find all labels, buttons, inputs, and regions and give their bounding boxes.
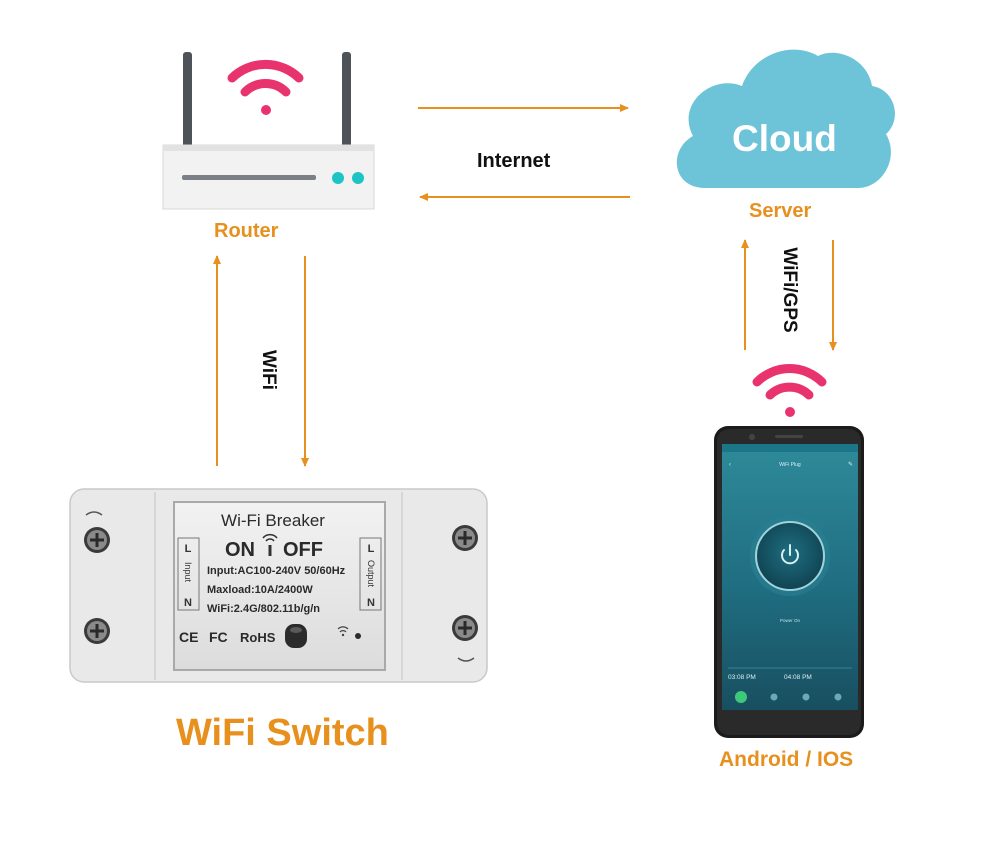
nav-timer-icon	[770, 693, 778, 701]
cloud-label: Cloud	[732, 118, 837, 159]
ce-mark: CE	[179, 629, 198, 645]
screw-icon	[84, 527, 110, 553]
nav-schedule-icon	[802, 693, 810, 701]
time-right: 04:08 PM	[784, 674, 812, 681]
breaker-off-label: OFF	[283, 539, 323, 561]
breaker-right-n: N	[367, 597, 375, 609]
wifi-gps-label: WiFi/GPS	[779, 247, 800, 333]
breaker-title: Wi-Fi Breaker	[221, 511, 325, 530]
screw-icon	[84, 618, 110, 644]
router-wifi-signal-icon	[227, 59, 304, 115]
time-left: 03:08 PM	[728, 674, 756, 681]
breaker-wifi-spec: WiFi:2.4G/802.11b/g/n	[207, 603, 320, 615]
back-arrow-icon: ‹	[729, 462, 731, 468]
breaker-push-button-icon	[285, 624, 307, 648]
wifi-label: WiFi	[258, 350, 279, 390]
wifi-breaker-device: Wi-Fi Breaker ON OFF Input:AC100-240V 50…	[69, 488, 488, 683]
edit-icon: ✎	[848, 461, 853, 468]
wifi-switch-label: WiFi Switch	[176, 712, 389, 754]
breaker-output-label: Output	[366, 560, 376, 588]
breaker-wifi-icon	[262, 533, 278, 556]
phone-wifi-signal-icon	[752, 364, 827, 417]
screw-icon	[452, 615, 478, 641]
android-ios-label: Android / IOS	[719, 748, 854, 771]
breaker-input-spec: Input:AC100-240V 50/60Hz	[207, 565, 346, 577]
breaker-right-l: L	[368, 543, 375, 555]
breaker-on-label: ON	[225, 539, 255, 561]
internet-label: Internet	[477, 150, 551, 172]
breaker-maxload-spec: Maxload:10A/2400W	[207, 584, 313, 596]
nav-settings-icon	[834, 693, 842, 701]
breaker-left-l: L	[185, 543, 192, 555]
cloud-icon	[676, 49, 895, 188]
breaker-led-icon	[355, 633, 361, 639]
fc-mark: FC	[209, 629, 228, 645]
nav-power-icon	[735, 691, 747, 703]
breaker-input-label: Input	[183, 562, 193, 583]
power-status: Power On	[780, 618, 801, 623]
breaker-left-n: N	[184, 597, 192, 609]
server-label: Server	[749, 200, 812, 222]
smartphone: WiFi Plug ‹ ✎ Power On 03:08 PM 04:08 PM	[714, 426, 864, 738]
breaker-status-wifi-icon	[337, 626, 349, 637]
rohs-mark: RoHS	[240, 630, 276, 645]
router-label: Router	[214, 220, 279, 242]
router-icon	[162, 52, 375, 210]
screw-icon	[452, 525, 478, 551]
power-icon	[781, 544, 799, 565]
app-title: WiFi Plug	[779, 462, 801, 468]
